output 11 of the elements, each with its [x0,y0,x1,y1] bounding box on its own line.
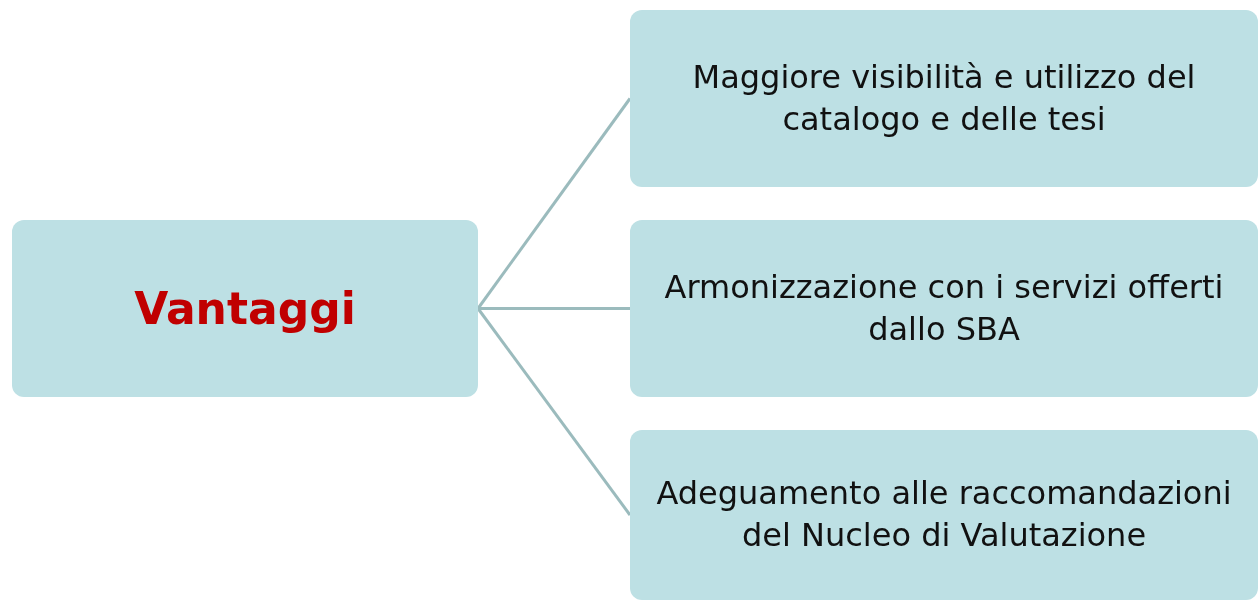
benefit-box [630,430,1258,600]
connector-line [476,97,632,310]
topic-title: Vantaggi [134,281,356,336]
benefit-box [630,220,1258,397]
connector-line [476,307,632,516]
benefit-text: Armonizzazione con i servizi offerti dallo SBA [663,266,1225,350]
benefit-box [630,10,1258,187]
benefit-text: Maggiore visibilità e utilizzo del catalogo e delle tesi [691,56,1197,140]
benefit-text: Adeguamento alle raccomandazioni del Nucleo di Valutazione [655,473,1233,556]
topic-box [12,220,478,397]
connector-line [478,307,630,310]
